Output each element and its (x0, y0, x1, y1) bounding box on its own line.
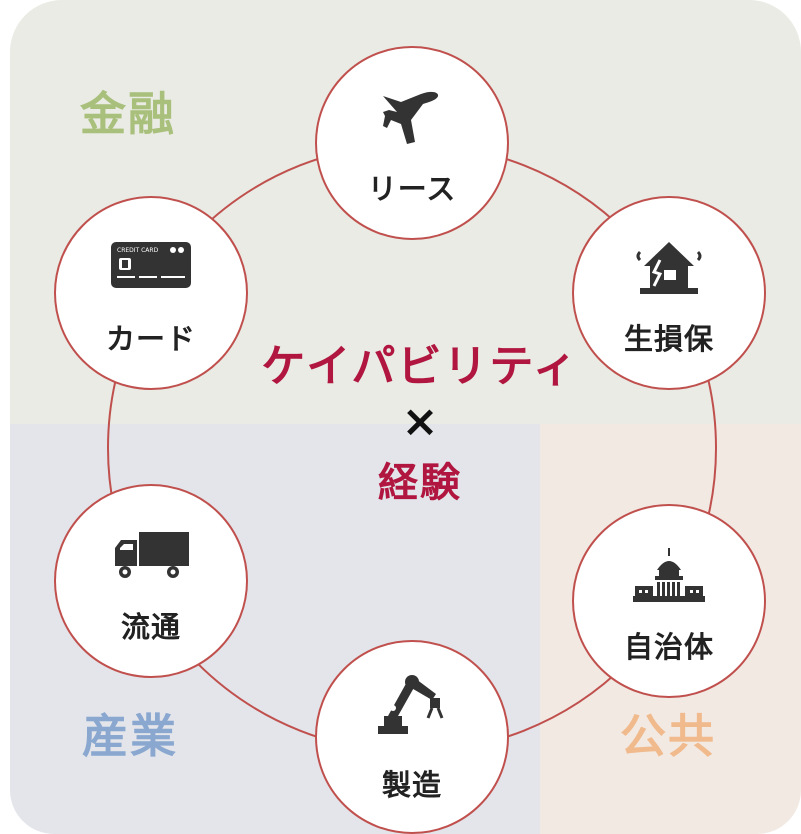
center-subtitle: 経験 (378, 460, 462, 506)
finance-label: 金融 (80, 87, 176, 141)
node-manufacturing-label: 製造 (381, 768, 442, 802)
node-insurance-label: 生損保 (623, 322, 714, 356)
airplane-icon (381, 90, 443, 150)
truck-icon (111, 528, 191, 586)
node-government-label: 自治体 (623, 630, 714, 664)
node-card: CREDIT CARD カード (54, 196, 248, 390)
center-title: ケイパビリティ (261, 341, 579, 392)
node-insurance: 生損保 (572, 196, 766, 390)
capitol-building-icon (631, 548, 707, 610)
node-lease-label: リース (367, 172, 457, 206)
node-distribution-label: 流通 (120, 610, 181, 644)
node-card-label: カード (105, 322, 196, 356)
damaged-house-icon (634, 240, 704, 300)
credit-card-icon: CREDIT CARD (109, 240, 193, 294)
node-manufacturing: 製造 (315, 640, 509, 834)
center-times-symbol: × (401, 396, 439, 447)
public-label: 公共 (620, 709, 716, 763)
node-distribution: 流通 (54, 484, 248, 678)
card-text: CREDIT CARD (117, 247, 159, 254)
node-lease: リース (315, 46, 509, 240)
industry-label: 産業 (82, 709, 178, 763)
robot-arm-icon (374, 672, 450, 740)
node-government: 自治体 (572, 504, 766, 698)
